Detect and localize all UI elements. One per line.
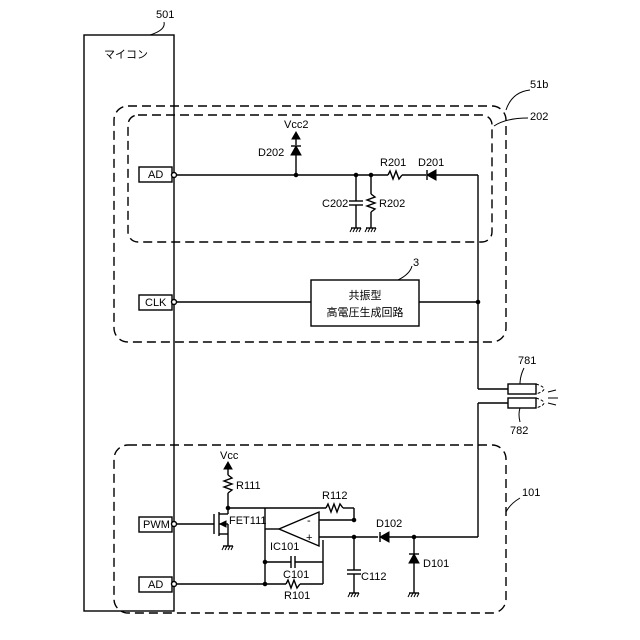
r202-label: R202: [379, 198, 405, 210]
vcc-label: Vcc: [220, 450, 239, 462]
r112-resistor-icon: [326, 504, 343, 512]
spark-gap-icon: [548, 390, 558, 405]
connector-781-tip-icon: [536, 384, 544, 394]
terminal-ad-bottom: [172, 582, 177, 587]
terminal-ad-top: [172, 173, 177, 178]
resonant-line1: 共振型: [349, 288, 382, 302]
d202-diode-icon: [291, 146, 301, 155]
pin-pwm-label: PWM: [143, 519, 170, 531]
d101-diode-icon: [409, 554, 419, 563]
junction-r101: [263, 582, 267, 586]
d101-label: D101: [423, 558, 449, 570]
leader-782: [519, 408, 520, 422]
ic101-label: IC101: [270, 541, 299, 553]
leader-202: [494, 118, 528, 126]
ref-782: 782: [510, 425, 528, 437]
ref-781: 781: [518, 355, 536, 367]
ref-501: 501: [156, 9, 174, 21]
ref-51b: 51b: [530, 79, 548, 91]
opamp-minus: -: [307, 515, 311, 527]
c202-label: C202: [322, 198, 348, 210]
ref-3: 3: [413, 257, 419, 269]
d202-label: D202: [258, 147, 284, 159]
r201-resistor-icon: [388, 171, 402, 179]
fet111-label: FET111: [229, 515, 267, 527]
ref-101: 101: [522, 487, 540, 499]
d102-label: D102: [376, 518, 402, 530]
c112-label: C112: [361, 571, 386, 583]
r112-label: R112: [322, 490, 347, 502]
ref-202: 202: [530, 111, 548, 123]
outline-202: [128, 115, 492, 242]
leader-501: [150, 22, 164, 35]
connector-781: [508, 384, 536, 394]
resonant-line2: 高電圧生成回路: [327, 305, 404, 319]
d102-diode-icon: [380, 532, 389, 542]
r202-resistor-icon: [367, 194, 375, 212]
r111-label: R111: [236, 480, 261, 492]
terminal-clk: [172, 300, 177, 305]
leader-781: [520, 368, 524, 384]
r201-label: R201: [380, 157, 406, 169]
leader-101: [506, 498, 520, 512]
pin-ad-top-label: AD: [148, 169, 163, 181]
terminal-pwm: [172, 522, 177, 527]
opamp-plus: +: [306, 532, 312, 544]
r111-resistor-icon: [224, 475, 232, 493]
r101-resistor-icon: [286, 580, 300, 588]
d201-diode-icon: [427, 170, 436, 180]
leader-3: [398, 266, 412, 280]
junction-opamp-minus: [352, 518, 356, 522]
r101-label: R101: [284, 590, 310, 602]
mcu-label: マイコン: [104, 48, 148, 61]
junction-d202: [294, 173, 298, 177]
pin-clk-label: CLK: [145, 297, 167, 309]
vcc2-arrow-icon: [292, 132, 300, 139]
pin-ad-bottom-label: AD: [148, 579, 163, 591]
leader-51b: [506, 90, 530, 110]
connector-782: [508, 398, 536, 408]
d201-label: D201: [418, 157, 444, 169]
vcc2-label: Vcc2: [284, 119, 308, 131]
vcc-arrow-icon: [224, 462, 232, 469]
c101-label: C101: [283, 569, 309, 581]
junction-resonant: [476, 300, 480, 304]
resonant-block: [311, 280, 419, 326]
connector-782-tip-icon: [536, 398, 544, 408]
